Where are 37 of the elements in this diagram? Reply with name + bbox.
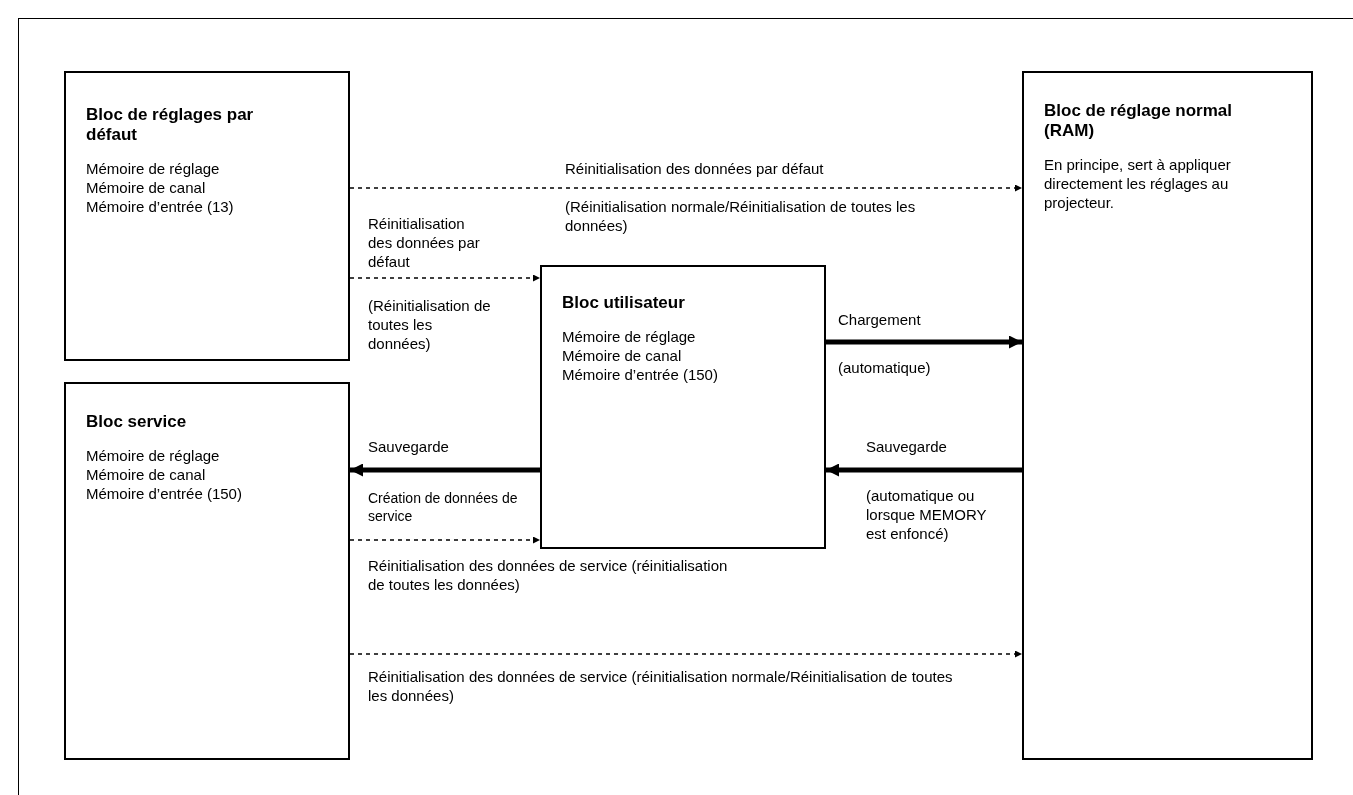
block-box [540,265,826,549]
note-text: (Réinitialisation normale/Réinitialisation de toutes les données) [565,197,917,235]
memory-item: Mémoire de canal [86,178,207,197]
memory-item: Mémoire de réglage [86,446,221,465]
block-title: Bloc service [86,412,188,432]
edge-label: Sauvegarde [368,437,450,456]
arrow [349,184,1023,192]
memory-item: Mémoire de réglage [86,159,221,178]
block-title: Bloc utilisateur [562,293,686,313]
arrow [826,463,1022,477]
arrow [349,274,541,282]
memory-item: Mémoire de canal [562,346,683,365]
block-box [64,71,350,361]
edge-label: Création de données de service [368,489,519,525]
note-text: (automatique ou lorsque MEMORY est enfoncé) [866,486,988,543]
note-text: Réinitialisation des données de service (réinitialisation de toutes les données) [368,556,729,594]
edge-label: Sauvegarde [866,437,948,456]
memory-item: Mémoire de réglage [562,327,697,346]
block-title: Bloc de réglages par défaut [86,105,255,145]
memory-item: Mémoire de canal [86,465,207,484]
arrow [350,463,540,477]
note-text: (Réinitialisation de toutes les données) [368,296,492,353]
memory-item: Mémoire d’entrée (150) [562,365,719,384]
block-box [1022,71,1313,760]
edge-label: Réinitialisation des données de service (réinitialisation normale/Réinitialisation de toutes les données) [368,667,954,705]
memory-item: Mémoire d’entrée (150) [86,484,243,503]
edge-label: Réinitialisation des données par défaut [565,159,825,178]
block-title: Bloc de réglage normal (RAM) [1044,101,1233,141]
memory-item: Mémoire d’entrée (13) [86,197,235,216]
note-text: (automatique) [838,358,932,377]
arrow [349,650,1023,658]
arrow [826,335,1022,349]
block-box [64,382,350,760]
edge-label: Chargement [838,310,922,329]
arrow [349,536,541,544]
block-description: En principe, sert à appliquer directement les réglages au projecteur. [1044,155,1232,212]
edge-label: Réinitialisation des données par défaut [368,214,481,271]
